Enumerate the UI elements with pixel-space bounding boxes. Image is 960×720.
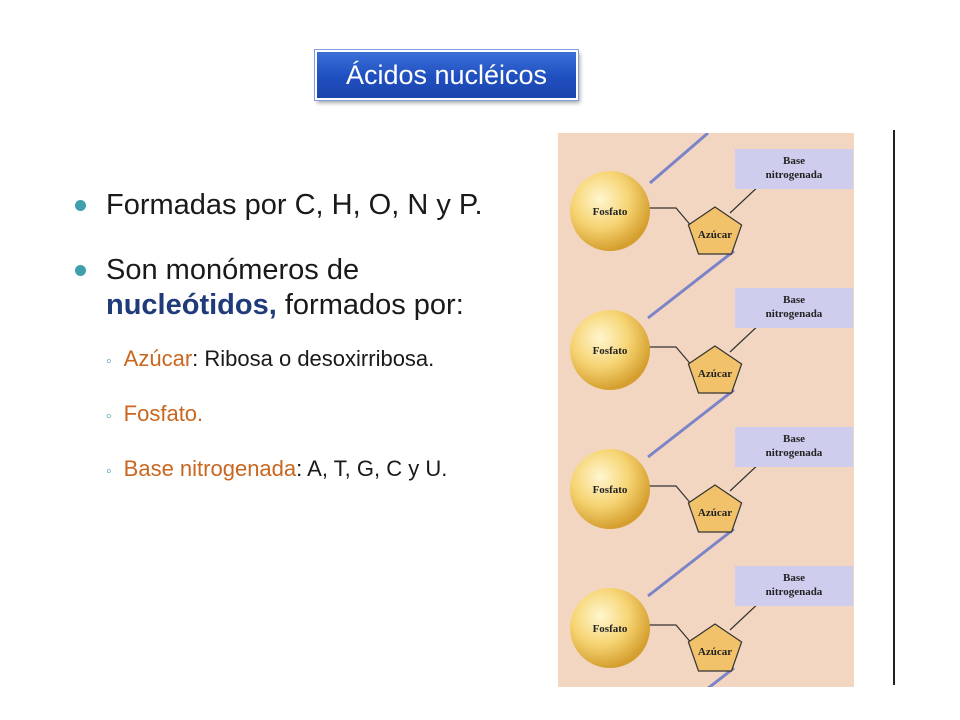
- base-label-line1: Base: [783, 433, 805, 445]
- base-label-line1: Base: [783, 294, 805, 306]
- sub-item-label: Fosfato.: [123, 401, 204, 426]
- backbone-line: [649, 133, 709, 185]
- base-label-line2: nitrogenada: [766, 586, 823, 598]
- bullet-line1: Son monómeros de: [106, 254, 360, 286]
- sugar-pentagon: [687, 206, 743, 255]
- phosphate-label: Fosfato: [593, 484, 628, 496]
- base-label-line2: nitrogenada: [766, 447, 823, 459]
- sugar-label: Azúcar: [698, 229, 732, 241]
- phosphate-sugar-bond: [646, 624, 694, 646]
- slide-title: Ácidos nucléicos: [345, 59, 548, 90]
- bullet-elements: Formadas por C, H, O, N y P.: [72, 188, 483, 223]
- base-box: [735, 149, 853, 189]
- phosphate-sphere: [570, 449, 650, 529]
- sub-bullet-ring: ◦: [106, 353, 112, 370]
- bullet-rest: formados por:: [276, 289, 464, 321]
- bullet-monomers: Son monómeros de nucleótidos, formados p…: [72, 253, 464, 323]
- sub-item-label: Base nitrogenada: [123, 456, 297, 481]
- backbone-line: [707, 666, 735, 687]
- sub-item-base: ◦ Base nitrogenada: A, T, G, C y U.: [106, 455, 447, 486]
- bullet-text-block: Son monómeros de nucleótidos, formados p…: [106, 253, 464, 323]
- sub-bullet-ring: ◦: [106, 463, 112, 480]
- bullet-dot: [75, 265, 86, 276]
- phosphate-sphere: [570, 310, 650, 390]
- backbone-line: [647, 249, 735, 320]
- base-label-line1: Base: [783, 572, 805, 584]
- phosphate-sphere: [570, 171, 650, 251]
- bullet-text: Formadas por C, H, O, N y P.: [106, 189, 483, 221]
- backbone-line: [647, 527, 735, 598]
- base-label-line2: nitrogenada: [766, 308, 823, 320]
- sub-item-label: Azúcar: [123, 346, 193, 371]
- nucleotide-chain-diagram: FosfatoAzúcarBasenitrogenadaFosfatoAzúca…: [558, 133, 854, 687]
- bullet-highlight: nucleótidos,: [106, 289, 277, 321]
- base-box: [735, 427, 853, 467]
- base-box: [735, 288, 853, 328]
- sugar-label: Azúcar: [698, 646, 732, 658]
- sub-item-rest: : A, T, G, C y U.: [296, 456, 448, 481]
- sugar-pentagon: [687, 623, 743, 672]
- sub-item-rest: : Ribosa o desoxirribosa.: [192, 346, 435, 371]
- phosphate-label: Fosfato: [593, 623, 628, 635]
- vertical-divider: [893, 130, 895, 685]
- phosphate-sugar-bond: [646, 207, 694, 229]
- bullet-dot: [75, 200, 86, 211]
- phosphate-sugar-bond: [646, 485, 694, 507]
- sugar-pentagon: [687, 484, 743, 533]
- phosphate-label: Fosfato: [593, 206, 628, 218]
- base-label-line2: nitrogenada: [766, 169, 823, 181]
- sub-item-phosphate: ◦ Fosfato.: [106, 400, 203, 431]
- sugar-pentagon: [687, 345, 743, 394]
- sugar-label: Azúcar: [698, 507, 732, 519]
- phosphate-label: Fosfato: [593, 345, 628, 357]
- base-label-line1: Base: [783, 155, 805, 167]
- sub-item-sugar: ◦ Azúcar: Ribosa o desoxirribosa.: [106, 345, 434, 376]
- phosphate-sugar-bond: [646, 346, 694, 368]
- phosphate-sphere: [570, 588, 650, 668]
- sub-bullet-ring: ◦: [106, 408, 112, 425]
- base-box: [735, 566, 853, 606]
- title-badge: Ácidos nucléicos: [315, 50, 578, 100]
- backbone-line: [647, 388, 735, 459]
- sugar-label: Azúcar: [698, 368, 732, 380]
